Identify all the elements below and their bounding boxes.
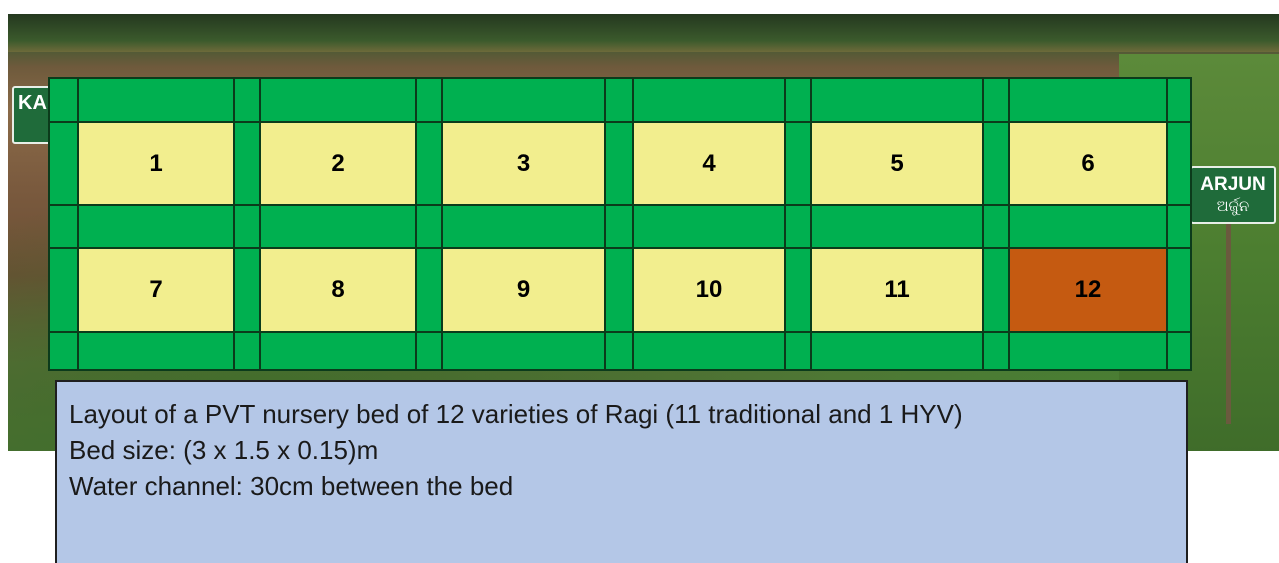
caption-bed-size: Bed size: (3 x 1.5 x 0.15)m <box>69 432 1174 468</box>
variety-sign-right: ARJUN ଅର୍ଜୁନ <box>1190 166 1276 224</box>
nursery-bed: 7 <box>77 247 235 333</box>
bed-number: 7 <box>149 276 162 304</box>
nursery-bed: 10 <box>632 247 786 333</box>
bed-number: 5 <box>890 150 903 178</box>
sign-right-subtitle: ଅର୍ଜୁନ <box>1192 198 1274 215</box>
layout-caption: Layout of a PVT nursery bed of 12 variet… <box>55 380 1188 563</box>
sign-pole <box>1226 224 1231 424</box>
bed-number: 2 <box>331 150 344 178</box>
bed-number: 10 <box>696 276 723 304</box>
nursery-bed: 2 <box>259 121 417 206</box>
nursery-bed: 9 <box>441 247 606 333</box>
nursery-bed: 6 <box>1008 121 1168 206</box>
bed-number: 9 <box>517 276 530 304</box>
caption-water-channel: Water channel: 30cm between the bed <box>69 468 1174 504</box>
bed-number: 3 <box>517 150 530 178</box>
nursery-bed: 4 <box>632 121 786 206</box>
nursery-bed: 8 <box>259 247 417 333</box>
nursery-bed-hyv: 12 <box>1008 247 1168 333</box>
bed-number: 12 <box>1075 276 1102 304</box>
bed-number: 6 <box>1081 150 1094 178</box>
sign-right-title: ARJUN <box>1200 174 1265 195</box>
nursery-bed-layout: 1 2 3 4 5 6 7 8 9 10 11 12 <box>48 77 1192 371</box>
nursery-bed: 5 <box>810 121 984 206</box>
caption-title: Layout of a PVT nursery bed of 12 variet… <box>69 396 1174 432</box>
bed-number: 1 <box>149 150 162 178</box>
nursery-bed: 11 <box>810 247 984 333</box>
treeline <box>8 14 1279 52</box>
sign-left-label: KA <box>18 92 47 114</box>
bed-number: 11 <box>884 276 909 304</box>
bed-number: 8 <box>331 276 344 304</box>
nursery-bed: 1 <box>77 121 235 206</box>
nursery-bed: 3 <box>441 121 606 206</box>
bed-number: 4 <box>702 150 715 178</box>
variety-sign-left: KA <box>12 86 52 144</box>
